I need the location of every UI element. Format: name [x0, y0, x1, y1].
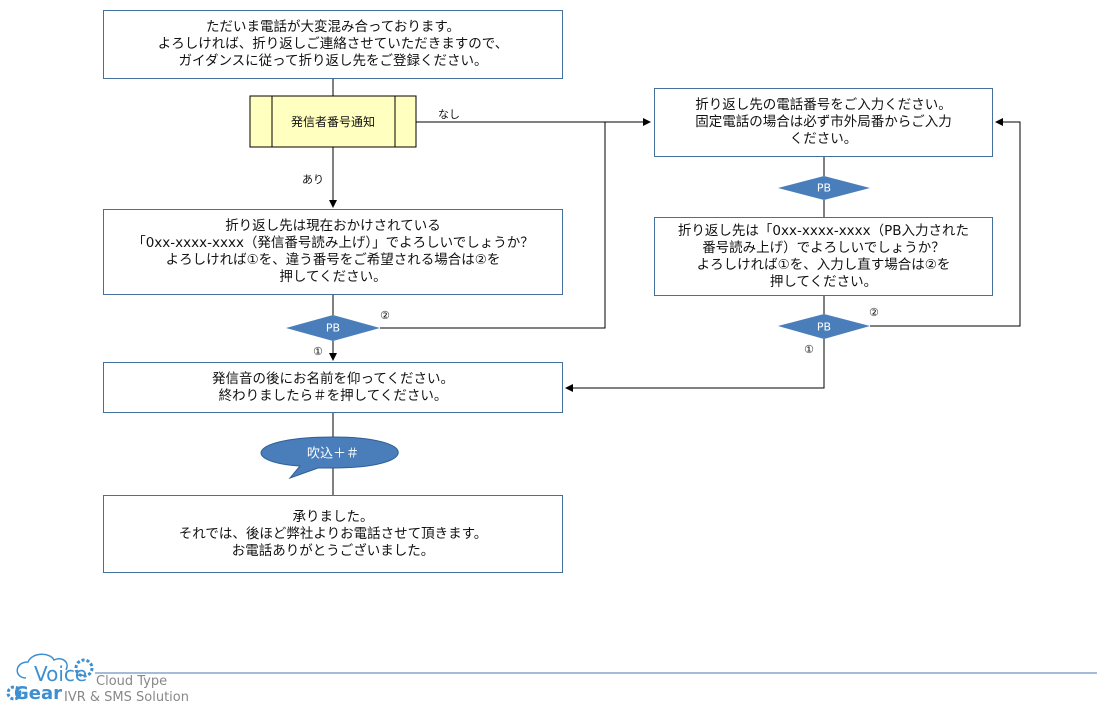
greeting-box: ただいま電話が大変混み合っております。 よろしければ、折り返しご連絡させていただ… — [103, 10, 563, 79]
pb-right-label: PB — [816, 320, 832, 334]
logo-voice: Voice — [34, 662, 88, 686]
record-name-box: 発信音の後にお名前を仰ってください。 終わりましたら＃を押してください。 — [103, 362, 563, 413]
edge-label-right-2: ② — [869, 306, 879, 319]
recording-label: 吹込＋＃ — [306, 446, 360, 462]
confirm-number-box: 折り返し先は現在おかけされている 「0xx-xxxx-xxxx（発信番号読み上げ… — [103, 209, 563, 295]
edge-left-opt2 — [380, 122, 606, 329]
complete-box: 承りました。 それでは、後ほど弊社よりお電話させて頂きます。 お電話ありがとうご… — [103, 495, 563, 573]
caller-id-label: 発信者番号通知 — [290, 115, 375, 129]
edge-right-opt1 — [565, 339, 825, 392]
pb-input-decision — [778, 176, 870, 200]
pb-decision-left — [286, 315, 380, 341]
pb-left-label: PB — [325, 321, 341, 335]
edge-label-right-1: ① — [804, 343, 814, 356]
pb-input-label: PB — [816, 181, 832, 195]
edge-label-none: なし — [438, 108, 460, 121]
edge-label-left-1: ① — [313, 345, 323, 358]
enter-number-box: 折り返し先の電話番号をご入力ください。 固定電話の場合は必ず市外局番からご入力 … — [654, 88, 993, 157]
logo-tagline-1: Cloud Type — [96, 674, 168, 689]
caller-id-process — [249, 95, 417, 148]
logo-gear: Gear — [14, 683, 63, 704]
edge-right-opt2 — [870, 118, 1021, 327]
pb-decision-right — [778, 314, 870, 339]
recording-callout — [260, 436, 399, 480]
confirm-entered-box: 折り返し先は「0xx-xxxx-xxxx（PB入力された 番号読み上げ）でよろし… — [654, 217, 993, 296]
logo-tagline-2: IVR & SMS Solution — [64, 690, 189, 705]
edge-label-left-2: ② — [380, 309, 390, 322]
edge-label-present: あり — [302, 173, 324, 186]
